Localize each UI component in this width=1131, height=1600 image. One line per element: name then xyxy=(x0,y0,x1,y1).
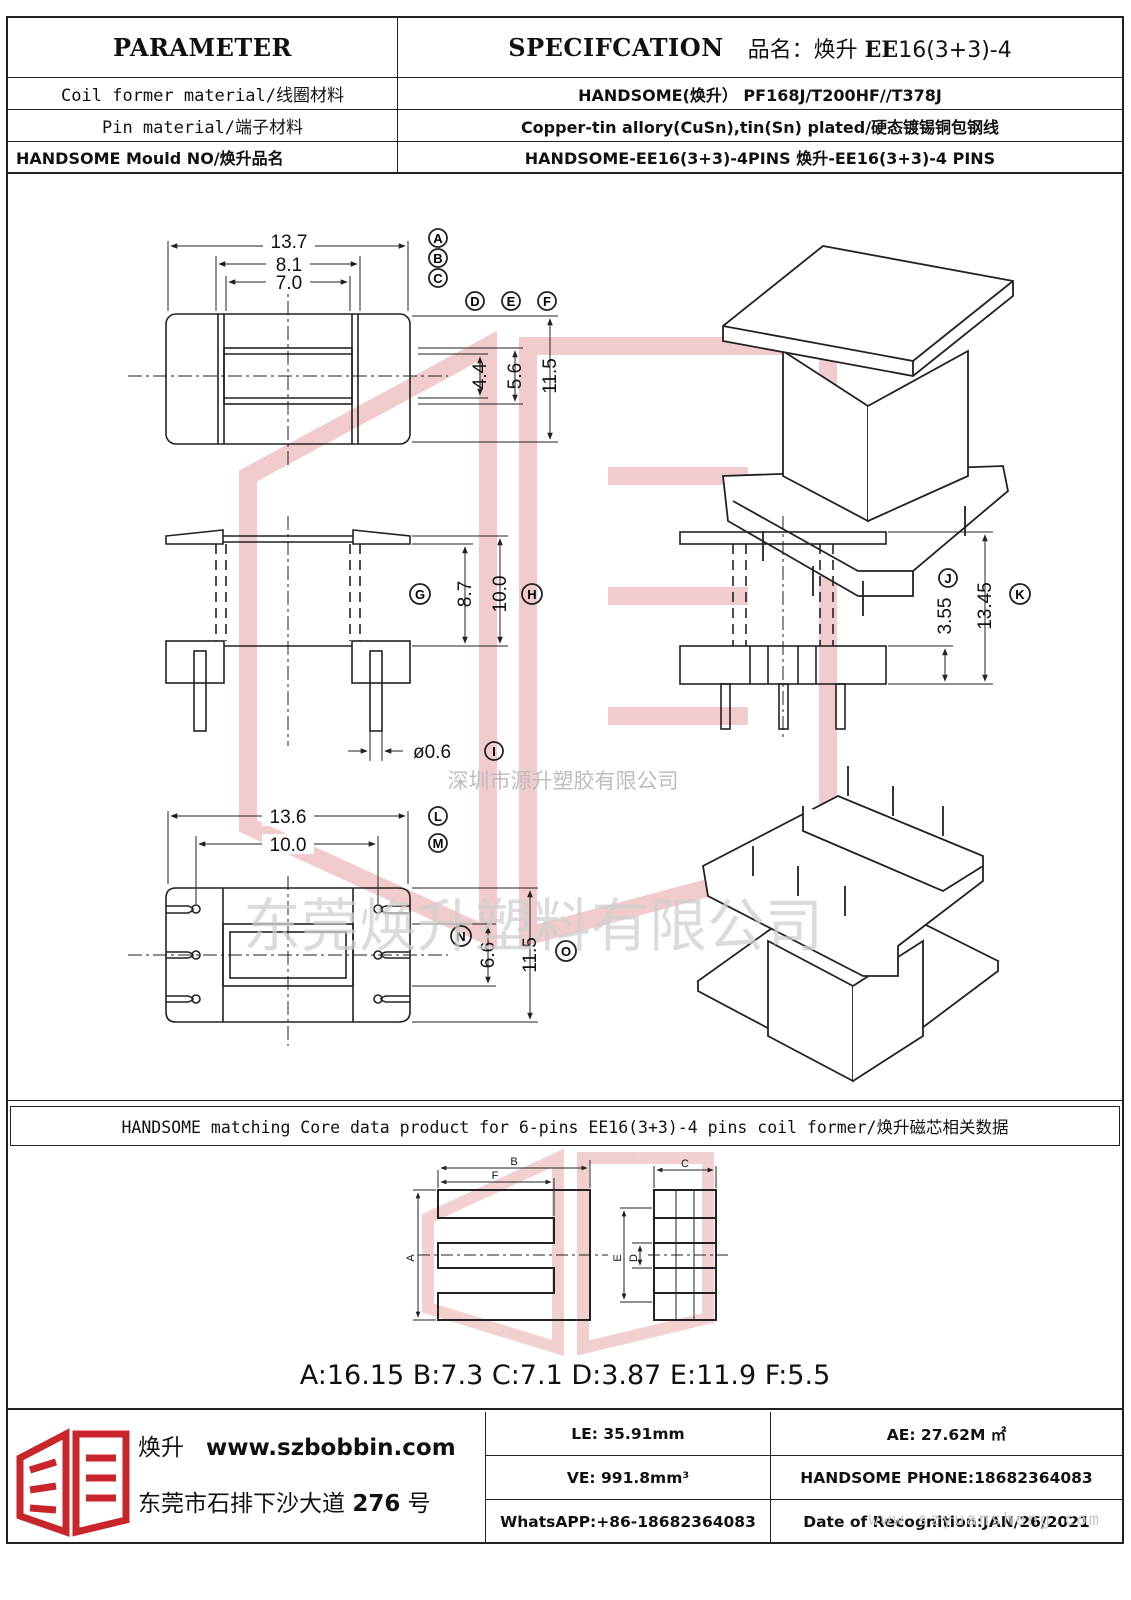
svg-text:M: M xyxy=(433,836,444,851)
param-value: HANDSOME(焕升） PF168J/T200HF//T378J xyxy=(578,85,942,105)
brand-name: 焕升 xyxy=(138,1435,184,1461)
dim-c: 7.0 xyxy=(276,273,302,294)
dim-o: 11.5 xyxy=(520,937,541,973)
datasheet: PARAMETER SPECIFCATION 品名：焕升 EE16(3+3)-4… xyxy=(6,16,1124,1544)
svg-text:O: O xyxy=(561,944,571,959)
svg-text:J: J xyxy=(944,571,951,586)
core-data-title-bar: HANDSOME matching Core data product for … xyxy=(10,1106,1120,1146)
svg-text:L: L xyxy=(434,809,442,824)
svg-text:A: A xyxy=(433,231,443,246)
technical-drawing: 13.7 8.1 7.0 4.4 5.6 11.5 A B C D E F xyxy=(8,176,1122,1101)
svg-text:H: H xyxy=(527,587,536,602)
core-watermark-logo xyxy=(422,1148,714,1357)
pin-diameter: ø0.6 xyxy=(413,742,451,763)
param-row-mould-no: HANDSOME Mould NO/焕升品名 HANDSOME-EE16(3+3… xyxy=(8,142,1122,174)
side-view xyxy=(679,516,993,741)
parameter-heading: PARAMETER xyxy=(113,33,292,62)
watermark-company-big: 东莞焕升塑料有限公司 xyxy=(243,894,823,959)
param-value: Copper-tin allory(CuSn),tin(Sn) plated/硬… xyxy=(520,117,1000,137)
svg-text:F: F xyxy=(543,294,551,309)
date-cell: Date of Recognition:JAN/26/2021 xyxy=(803,1513,1090,1531)
spec-heading: SPECIFCATION xyxy=(508,33,724,62)
svg-text:G: G xyxy=(415,587,425,602)
tag-circles-abc: A B C D E F xyxy=(428,228,557,311)
svg-text:A: A xyxy=(405,1254,417,1262)
drawing-svg: 13.7 8.1 7.0 4.4 5.6 11.5 A B C D E F xyxy=(128,228,1031,1083)
core-svg: B F C A E D xyxy=(405,1148,728,1357)
svg-text:C: C xyxy=(433,271,443,286)
dim-g: 8.7 xyxy=(455,581,476,607)
dim-b: 8.1 xyxy=(276,255,302,276)
product-name: 品名：焕升 EE16(3+3)-4 xyxy=(747,36,1012,63)
dim-n: 6.6 xyxy=(478,942,499,968)
iso-view-top xyxy=(721,245,1014,616)
ve-cell: VE: 991.8mm³ xyxy=(486,1456,771,1500)
top-view-labels: 13.7 8.1 7.0 4.4 5.6 11.5 xyxy=(263,230,561,394)
svg-text:B: B xyxy=(433,251,442,266)
dim-a: 13.7 xyxy=(271,232,308,253)
core-params-grid: LE: 35.91mm AE: 27.62M ㎡ VE: 991.8mm³ HA… xyxy=(486,1412,1122,1544)
param-label: Coil former material/线圈材料 xyxy=(61,86,344,106)
dim-e: 5.6 xyxy=(505,363,526,389)
dim-j: 3.55 xyxy=(935,598,956,635)
ae-cell: AE: 27.62M ㎡ xyxy=(771,1412,1122,1456)
param-row-coil-material: Coil former material/线圈材料 HANDSOME(焕升） P… xyxy=(8,78,1122,110)
dim-d: 4.4 xyxy=(470,362,491,389)
footer: 焕升 www.szbobbin.com 东莞市石排下沙大道 276 号 LE: 3… xyxy=(8,1412,1122,1544)
tag-circles-jk: J K xyxy=(938,568,1031,605)
bottom-view-labels: 13.6 10.0 6.6 11.5 xyxy=(262,806,541,973)
svg-text:N: N xyxy=(456,929,465,944)
front-view xyxy=(165,516,508,761)
svg-text:K: K xyxy=(1015,587,1025,602)
core-dimensions: A:16.15 B:7.3 C:7.1 D:3.87 E:11.9 F:5.5 xyxy=(299,1360,831,1391)
tag-circles-ghi: G H I xyxy=(409,583,543,761)
side-view-labels: 3.55 13.45 xyxy=(935,582,996,634)
website-link[interactable]: www.szbobbin.com xyxy=(206,1435,456,1461)
bottom-view xyxy=(128,811,538,1046)
svg-text:B: B xyxy=(510,1156,517,1168)
param-value: HANDSOME-EE16(3+3)-4PINS 焕升-EE16(3+3)-4 … xyxy=(524,149,996,168)
iso-view-bottom xyxy=(696,766,1000,1083)
tag-circles-lmno: L M N O xyxy=(428,806,577,962)
front-view-labels: 8.7 10.0 ø0.6 xyxy=(413,576,511,763)
phone-cell: HANDSOME PHONE:18682364083 xyxy=(771,1456,1122,1500)
svg-text:E: E xyxy=(507,294,516,309)
svg-text:E: E xyxy=(612,1254,624,1261)
param-label: HANDSOME Mould NO/焕升品名 xyxy=(16,149,284,168)
svg-text:C: C xyxy=(681,1158,689,1170)
core-data-title: HANDSOME matching Core data product for … xyxy=(121,1118,1009,1137)
i-core-shape xyxy=(620,1166,728,1321)
top-view xyxy=(128,241,558,466)
dim-h: 10.0 xyxy=(490,576,511,613)
watermark-company-small: 深圳市源升塑胶有限公司 xyxy=(448,770,679,793)
dim-m: 10.0 xyxy=(270,835,307,856)
dim-f: 11.5 xyxy=(540,358,561,394)
brand-line: 焕升 www.szbobbin.com xyxy=(138,1428,456,1462)
watermark-url: www.szyuansheng.com xyxy=(868,1510,1101,1530)
address-line: 东莞市石排下沙大道 276 号 xyxy=(138,1491,431,1517)
param-row-pin-material: Pin material/端子材料 Copper-tin allory(CuSn… xyxy=(8,110,1122,142)
param-label: Pin material/端子材料 xyxy=(101,118,304,138)
whatsapp-cell: WhatsAPP:+86-18682364083 xyxy=(486,1500,771,1544)
core-dim-letters: B F C A E D xyxy=(405,1156,689,1262)
header-row: PARAMETER SPECIFCATION 品名：焕升 EE16(3+3)-4 xyxy=(8,18,1122,78)
svg-text:I: I xyxy=(492,744,496,759)
svg-text:D: D xyxy=(470,294,479,309)
svg-text:F: F xyxy=(492,1170,499,1182)
e-core-shape xyxy=(413,1160,608,1321)
dim-k: 13.45 xyxy=(975,582,996,630)
dim-l: 13.6 xyxy=(270,807,307,828)
core-drawing-area: B F C A E D A:16.15 B:7.3 C:7.1 D:3.87 E… xyxy=(8,1148,1122,1410)
le-cell: LE: 35.91mm xyxy=(486,1412,771,1456)
svg-text:D: D xyxy=(628,1254,640,1262)
company-logo xyxy=(16,1428,130,1537)
company-block: 焕升 www.szbobbin.com 东莞市石排下沙大道 276 号 xyxy=(8,1412,486,1544)
